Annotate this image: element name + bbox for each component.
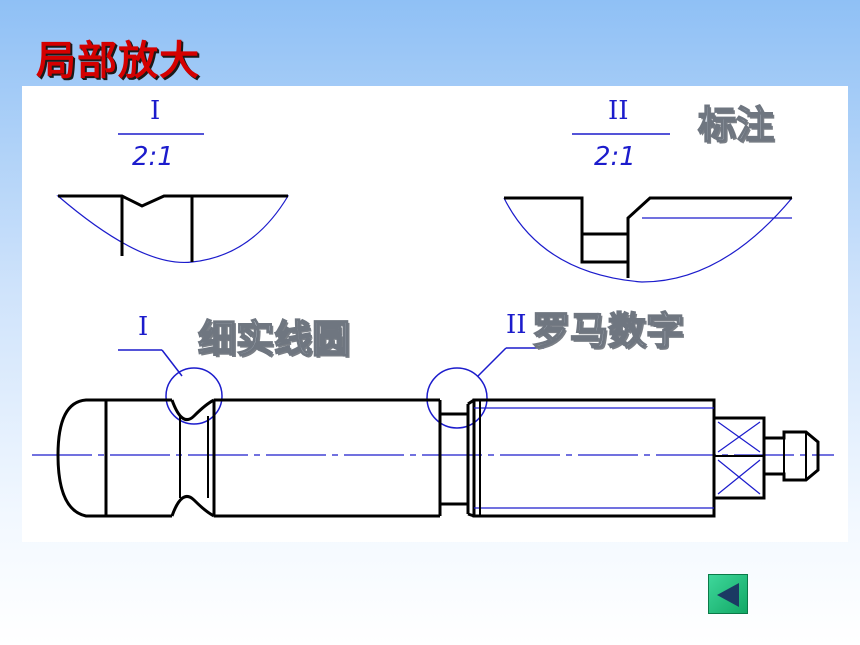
technical-drawing [32,133,834,518]
annotation-biaozhu: 标注 [697,102,775,148]
detail1-numeral: I [150,96,161,126]
detail1-scale: 2:1 [132,142,174,172]
annotation-luomashuzi: 罗马数字 [531,308,685,354]
shaft-view [32,398,834,518]
slide-title: 局部放大 [36,38,200,84]
drawing-panel: I 2:1 II 2:1 I II 标注 细实线圆 罗马数字 [22,86,848,542]
marker2-numeral: II [506,310,527,340]
detail-2 [503,133,793,283]
detail-markers [118,347,544,429]
detail-1 [56,133,290,264]
annotation-xishixianyuan: 细实线圆 [197,316,351,362]
detail2-scale: 2:1 [594,142,636,172]
back-button[interactable] [708,574,748,614]
marker1-numeral: I [138,312,149,342]
detail2-numeral: II [608,96,629,126]
left-triangle-icon [717,583,739,607]
